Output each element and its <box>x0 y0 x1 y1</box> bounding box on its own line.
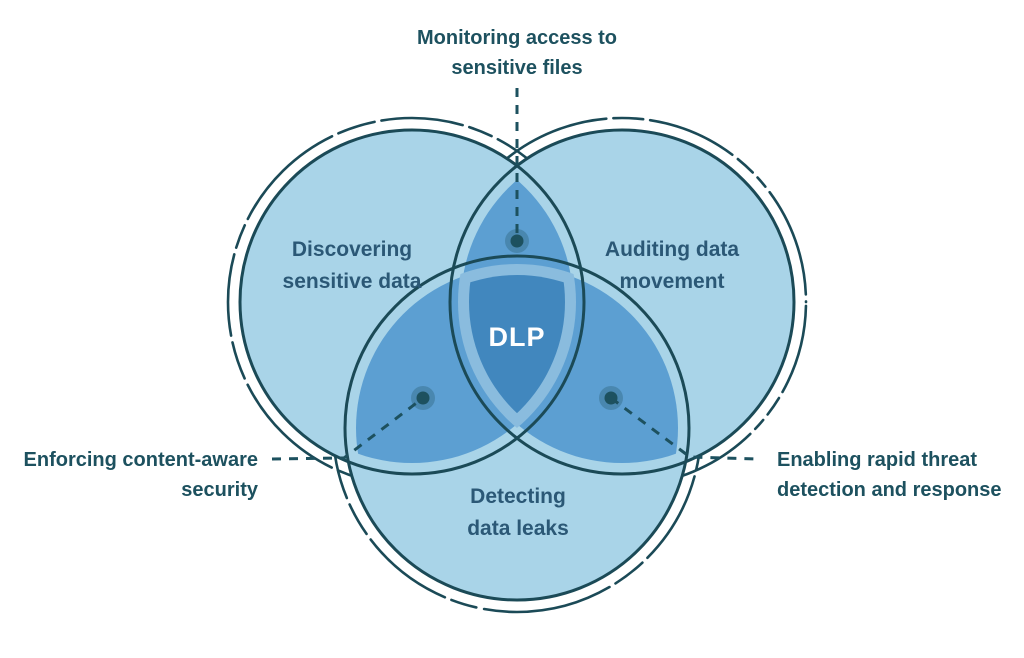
annotation-top: Monitoring access to sensitive files <box>357 23 677 83</box>
label-detect-line1: Detecting <box>470 485 566 508</box>
connector-right <box>610 396 759 461</box>
label-discovering-sensitive-data: Discovering sensitive data <box>237 234 467 298</box>
label-auditing-data-movement: Auditing data movement <box>557 234 787 298</box>
circle-outline-discover <box>238 128 586 476</box>
label-detecting-data-leaks: Detecting data leaks <box>403 481 633 545</box>
label-discover-line2: sensitive data <box>282 270 422 293</box>
label-detect-line2: data leaks <box>467 517 569 540</box>
dot-left <box>411 386 435 410</box>
connector-left <box>271 396 424 461</box>
annotation-right-line2: detection and response <box>777 479 1002 501</box>
circle-outline-detect <box>343 254 691 602</box>
dot-right <box>599 386 623 410</box>
circle-outline-audit <box>448 128 796 476</box>
annotation-left-line1: Enforcing content-aware <box>23 449 258 471</box>
annotation-right: Enabling rapid threat detection and resp… <box>777 445 1021 505</box>
circle-outlines <box>238 128 796 602</box>
label-audit-line2: movement <box>619 270 725 293</box>
annotation-top-line1: Monitoring access to <box>416 27 618 49</box>
dot-top <box>505 229 529 253</box>
annotation-top-line2: sensitive files <box>451 57 583 79</box>
label-discover-line1: Discovering <box>291 238 413 261</box>
label-audit-line1: Auditing data <box>604 238 740 261</box>
annotation-connectors <box>271 88 759 461</box>
annotation-left-line2: security <box>181 479 258 501</box>
annotation-right-line1: Enabling rapid threat <box>777 449 978 471</box>
dot-markers <box>411 229 623 410</box>
center-dlp-label: DLP <box>488 322 546 352</box>
annotation-left: Enforcing content-aware security <box>6 445 258 505</box>
